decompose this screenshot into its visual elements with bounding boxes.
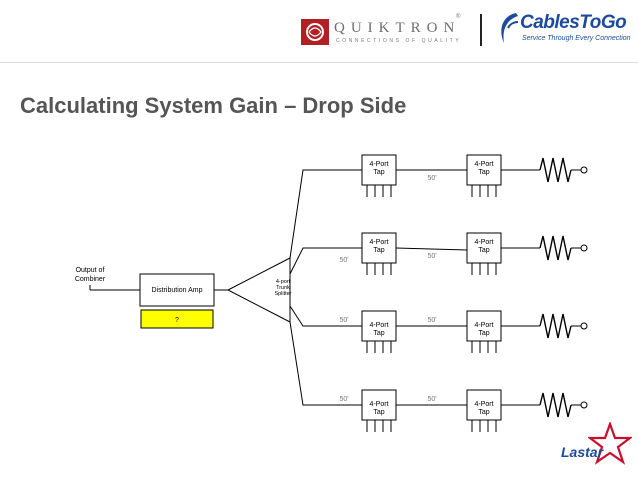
terminator-end-icon bbox=[580, 244, 588, 252]
tap-ports bbox=[366, 263, 392, 275]
tap-row-4: 50' 4-Port Tap 50' 4-Port Tap bbox=[339, 389, 588, 432]
splitter-label-line-1: 4-port bbox=[276, 279, 291, 285]
distance-label: 50' bbox=[427, 175, 436, 182]
distance-label: 50' bbox=[339, 396, 348, 403]
distance-label: 50' bbox=[427, 396, 436, 403]
tap-link-line bbox=[395, 247, 468, 251]
registered-mark: ® bbox=[456, 14, 461, 20]
logo-divider bbox=[480, 14, 482, 46]
tap-box bbox=[466, 389, 502, 421]
lastar-wordmark: Lastar bbox=[561, 444, 604, 460]
tap-ports bbox=[471, 420, 497, 432]
quiktron-wordmark: QUIKTRON bbox=[334, 20, 461, 36]
tap-label-line-1: 4-Port bbox=[474, 239, 493, 246]
combiner-output-label-line-2: Combiner bbox=[75, 276, 106, 283]
tap-label-line-2: Tap bbox=[373, 409, 384, 416]
tap-row-3: 50' 4-Port Tap 50' 4-Port Tap bbox=[339, 310, 588, 353]
tap-row-2: 50' 4-Port Tap 50' 4-Port Tap bbox=[339, 232, 588, 275]
tap-label-line-1: 4-Port bbox=[369, 161, 388, 168]
tap-ports bbox=[366, 420, 392, 432]
tap-label-line-1: 4-Port bbox=[474, 161, 493, 168]
terminator-end-icon bbox=[580, 322, 588, 330]
tap-label-line-2: Tap bbox=[478, 330, 489, 337]
terminator-resistor-icon bbox=[539, 235, 572, 261]
tap-ports bbox=[366, 341, 392, 353]
distance-label: 50' bbox=[427, 253, 436, 260]
terminator-resistor-icon bbox=[539, 392, 572, 418]
amp-gain-unknown-box bbox=[140, 309, 214, 329]
splitter-label-line-3: Splitter bbox=[274, 291, 291, 297]
splitter-branch-4 bbox=[289, 321, 362, 406]
splitter-branch-3 bbox=[289, 305, 362, 327]
tap-label-line-1: 4-Port bbox=[474, 401, 493, 408]
tap-ports bbox=[471, 185, 497, 197]
terminator-end-icon bbox=[580, 166, 588, 174]
distance-label: 50' bbox=[339, 317, 348, 324]
tap-label-line-1: 4-Port bbox=[369, 239, 388, 246]
tap-box bbox=[466, 154, 502, 186]
tap-label-line-2: Tap bbox=[478, 409, 489, 416]
distribution-amp-label: Distribution Amp bbox=[152, 287, 203, 294]
cablestogo-tagline: Service Through Every Connection bbox=[522, 35, 631, 42]
page-title: Calculating System Gain – Drop Side bbox=[20, 93, 407, 118]
cablestogo-wordmark: CablesToGo bbox=[520, 12, 627, 33]
tap-box bbox=[466, 310, 502, 342]
tap-ports bbox=[366, 185, 392, 197]
tap-label-line-2: Tap bbox=[373, 247, 384, 254]
trunk-splitter-shape bbox=[226, 257, 291, 323]
tap-label-line-2: Tap bbox=[373, 330, 384, 337]
tap-box bbox=[361, 310, 397, 342]
terminator-resistor-icon bbox=[539, 313, 572, 339]
tap-label-line-2: Tap bbox=[478, 169, 489, 176]
splitter-label-line-2: Trunk bbox=[276, 285, 290, 291]
quiktron-logo-icon bbox=[301, 19, 329, 45]
tap-ports bbox=[471, 263, 497, 275]
tap-label-line-1: 4-Port bbox=[369, 401, 388, 408]
tap-row-1: 4-Port Tap 50' 4-Port Tap bbox=[361, 154, 588, 197]
terminator-resistor-icon bbox=[539, 157, 572, 183]
header-divider bbox=[0, 62, 638, 63]
lastar-star-icon bbox=[588, 422, 632, 465]
tap-label-line-1: 4-Port bbox=[369, 322, 388, 329]
terminator-end-icon bbox=[580, 401, 588, 409]
tap-label-line-2: Tap bbox=[478, 247, 489, 254]
amp-gain-unknown-value: ? bbox=[175, 317, 179, 324]
splitter-branch-1 bbox=[289, 169, 362, 259]
tap-ports bbox=[471, 341, 497, 353]
cablestogo-swoosh-icon bbox=[501, 13, 519, 43]
splitter-branch-2 bbox=[289, 247, 362, 275]
tap-label-line-1: 4-Port bbox=[474, 322, 493, 329]
distance-label: 50' bbox=[339, 257, 348, 264]
tap-box bbox=[466, 232, 502, 264]
tap-label-line-2: Tap bbox=[373, 169, 384, 176]
quiktron-tagline: CONNECTIONS OF QUALITY bbox=[336, 38, 462, 44]
combiner-output-label-line-1: Output of bbox=[76, 267, 105, 274]
distance-label: 50' bbox=[427, 317, 436, 324]
tap-box bbox=[361, 154, 397, 186]
